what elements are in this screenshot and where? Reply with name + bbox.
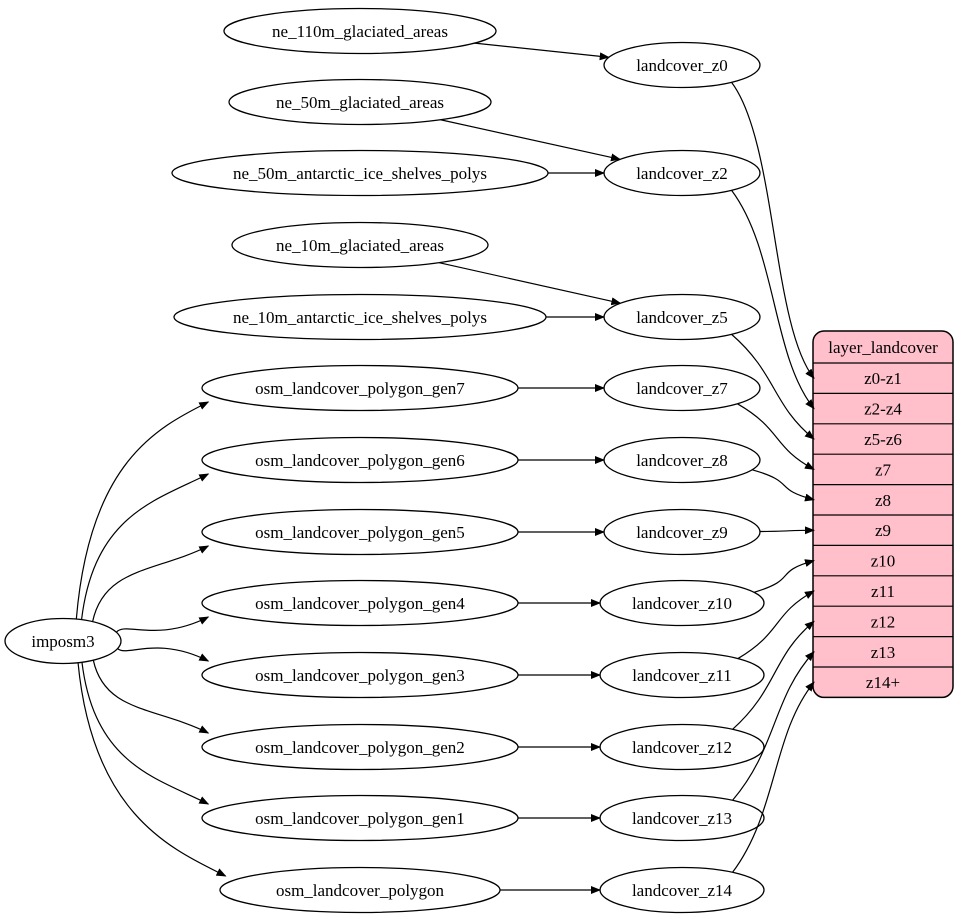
node-label: osm_landcover_polygon_gen6 xyxy=(255,451,465,470)
node-osm_landcover_polygon_gen5: osm_landcover_polygon_gen5 xyxy=(201,508,519,556)
edge-imposm3-to-osm_landcover_polygon_gen7 xyxy=(75,401,210,620)
node-landcover_z0: landcover_z0 xyxy=(603,41,761,89)
node-imposm3: imposm3 xyxy=(4,617,122,665)
node-label: landcover_z8 xyxy=(636,451,728,470)
edge-imposm3-to-osm_landcover_polygon_gen4 xyxy=(115,616,210,633)
node-ellipse xyxy=(223,7,497,55)
edge-landcover_z2-to-layer_landcover-z2-z4 xyxy=(731,190,815,410)
node-label: landcover_z2 xyxy=(636,164,728,183)
node-label: ne_10m_glaciated_areas xyxy=(276,236,444,255)
edge-landcover_z14-to-layer_landcover-z14+ xyxy=(732,681,815,873)
table-row-z11: z11 xyxy=(871,582,895,601)
node-landcover_z2: landcover_z2 xyxy=(603,149,761,197)
node-osm_landcover_polygon_gen3: osm_landcover_polygon_gen3 xyxy=(201,651,519,699)
edge-landcover_z11-to-layer_landcover-z11 xyxy=(737,590,815,660)
node-label: osm_landcover_polygon_gen4 xyxy=(255,594,465,613)
node-ne_10m_glaciated_areas: ne_10m_glaciated_areas xyxy=(231,221,489,269)
node-ne_50m_glaciated_areas: ne_50m_glaciated_areas xyxy=(228,78,492,126)
node-ellipse xyxy=(603,41,761,89)
node-landcover_z10: landcover_z10 xyxy=(599,579,765,627)
node-ne_10m_antarctic_ice_shelves_polys: ne_10m_antarctic_ice_shelves_polys xyxy=(173,293,547,341)
node-label: landcover_z14 xyxy=(632,881,733,900)
edge-imposm3-to-osm_landcover_polygon_gen5 xyxy=(92,545,210,622)
node-label: ne_110m_glaciated_areas xyxy=(272,22,448,41)
edge-landcover_z7-to-layer_landcover-z7 xyxy=(737,403,815,470)
edge-imposm3-to-osm_landcover_polygon_gen2 xyxy=(92,660,210,734)
node-label: osm_landcover_polygon_gen5 xyxy=(255,523,465,542)
table-row-z7: z7 xyxy=(875,460,892,479)
node-label: ne_50m_antarctic_ice_shelves_polys xyxy=(233,164,487,183)
node-landcover_z9: landcover_z9 xyxy=(603,508,761,556)
edge-ne_110m_glaciated_areas-to-landcover_z0 xyxy=(474,42,610,61)
node-label: landcover_z9 xyxy=(636,523,728,542)
node-label: osm_landcover_polygon_gen1 xyxy=(255,809,465,828)
node-label: osm_landcover_polygon xyxy=(276,881,445,900)
node-label: osm_landcover_polygon_gen7 xyxy=(255,379,465,398)
edge-landcover_z13-to-layer_landcover-z13 xyxy=(732,651,815,801)
node-label: landcover_z10 xyxy=(632,594,732,613)
node-ne_50m_antarctic_ice_shelves_polys: ne_50m_antarctic_ice_shelves_polys xyxy=(171,149,549,197)
edge-imposm3-to-osm_landcover_polygon_gen6 xyxy=(80,473,210,620)
node-label: landcover_z11 xyxy=(632,666,731,685)
table-row-z5-z6: z5-z6 xyxy=(864,430,902,449)
edge-landcover_z5-to-layer_landcover-z5-z6 xyxy=(731,333,815,440)
node-label: ne_50m_glaciated_areas xyxy=(276,93,444,112)
edge-landcover_z9-to-layer_landcover-z9 xyxy=(759,526,815,535)
node-label: landcover_z12 xyxy=(632,738,732,757)
node-label: ne_10m_antarctic_ice_shelves_polys xyxy=(233,308,487,327)
node-osm_landcover_polygon_gen6: osm_landcover_polygon_gen6 xyxy=(201,436,519,484)
table-row-z0-z1: z0-z1 xyxy=(864,369,902,388)
table-row-z2-z4: z2-z4 xyxy=(864,400,902,419)
node-osm_landcover_polygon: osm_landcover_polygon xyxy=(219,866,501,914)
node-label: osm_landcover_polygon_gen2 xyxy=(255,738,465,757)
edge-imposm3-to-osm_landcover_polygon_gen3 xyxy=(117,647,210,662)
table-row-z12: z12 xyxy=(871,612,896,631)
edge-imposm3-to-osm_landcover_polygon xyxy=(77,662,227,877)
node-osm_landcover_polygon_gen2: osm_landcover_polygon_gen2 xyxy=(201,723,519,771)
table-row-z9: z9 xyxy=(875,521,891,540)
table-row-z8: z8 xyxy=(875,491,891,510)
node-landcover_z14: landcover_z14 xyxy=(599,866,765,914)
node-ne_110m_glaciated_areas: ne_110m_glaciated_areas xyxy=(223,7,497,55)
node-ellipse xyxy=(231,221,489,269)
node-label: osm_landcover_polygon_gen3 xyxy=(255,666,465,685)
edge-ne_10m_glaciated_areas-to-landcover_z5 xyxy=(438,262,622,306)
node-osm_landcover_polygon_gen1: osm_landcover_polygon_gen1 xyxy=(201,794,519,842)
node-landcover_z11: landcover_z11 xyxy=(599,651,765,699)
edge-landcover_z0-to-layer_landcover-z0-z1 xyxy=(731,82,815,379)
node-ellipse xyxy=(4,617,122,665)
node-label: imposm3 xyxy=(31,632,94,651)
node-landcover_z5: landcover_z5 xyxy=(603,293,761,341)
node-label: landcover_z5 xyxy=(636,308,728,327)
edge-landcover_z8-to-layer_landcover-z8 xyxy=(752,469,815,502)
edge-landcover_z10-to-layer_landcover-z10 xyxy=(753,559,815,593)
edge-landcover_z12-to-layer_landcover-z12 xyxy=(732,620,815,730)
node-osm_landcover_polygon_gen7: osm_landcover_polygon_gen7 xyxy=(201,364,519,412)
node-landcover_z13: landcover_z13 xyxy=(599,794,765,842)
edge-imposm3-to-osm_landcover_polygon_gen1 xyxy=(81,662,210,805)
table-title: layer_landcover xyxy=(828,338,938,357)
node-label: landcover_z7 xyxy=(636,379,728,398)
table-layer_landcover: layer_landcover z0-z1 z2-z4 z5-z6 z7 z8 z9 z10 z… xyxy=(812,330,954,699)
node-label: landcover_z13 xyxy=(632,809,732,828)
table-row-z13: z13 xyxy=(871,643,896,662)
node-label: landcover_z0 xyxy=(636,56,728,75)
table-row-z14+: z14+ xyxy=(866,673,900,692)
node-osm_landcover_polygon_gen4: osm_landcover_polygon_gen4 xyxy=(201,579,519,627)
node-landcover_z7: landcover_z7 xyxy=(603,364,761,412)
table-row-z10: z10 xyxy=(871,552,896,571)
node-landcover_z12: landcover_z12 xyxy=(599,723,765,771)
node-ellipse xyxy=(228,78,492,126)
node-landcover_z8: landcover_z8 xyxy=(603,436,761,484)
edge-ne_50m_glaciated_areas-to-landcover_z2 xyxy=(440,119,622,162)
